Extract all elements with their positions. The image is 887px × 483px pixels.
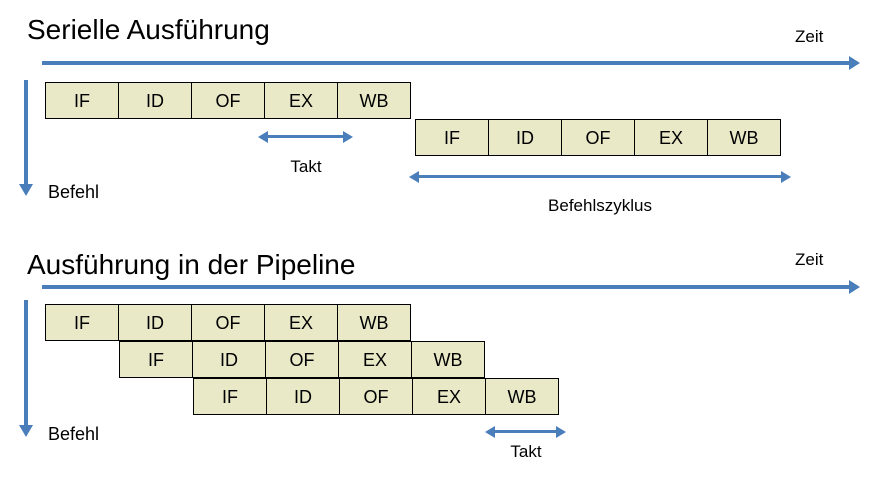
pipeline-execution-panel: Ausführung in der Pipeline Zeit Befehl I… [0, 240, 887, 483]
serial-row-1: IF ID OF EX WB [45, 82, 411, 119]
serial-befehlszyklus-measure-arrow [409, 170, 791, 183]
stage-cell: OF [265, 341, 339, 378]
stage-cell: OF [339, 378, 413, 415]
stage-cell: EX [264, 304, 338, 341]
stage-cell: WB [337, 82, 411, 119]
stage-cell: OF [191, 82, 265, 119]
stage-cell: OF [191, 304, 265, 341]
pipeline-time-axis-arrow [42, 280, 860, 294]
stage-cell: ID [118, 82, 192, 119]
serial-execution-panel: Serielle Ausführung Zeit Befehl IF ID OF… [0, 0, 887, 240]
pipeline-row-1: IF ID OF EX WB [45, 304, 411, 341]
stage-cell: IF [45, 82, 119, 119]
serial-title: Serielle Ausführung [27, 14, 270, 45]
stage-cell: ID [118, 304, 192, 341]
serial-takt-measure-arrow [258, 130, 353, 143]
stage-cell: EX [264, 82, 338, 119]
stage-cell: ID [488, 119, 562, 156]
pipeline-row-3: IF ID OF EX WB [193, 378, 559, 415]
pipeline-time-axis-label: Zeit [795, 250, 824, 269]
serial-row-2: IF ID OF EX WB [415, 119, 781, 156]
stage-cell: ID [192, 341, 266, 378]
pipeline-title: Ausführung in der Pipeline [27, 249, 356, 280]
stage-cell: WB [707, 119, 781, 156]
pipeline-row-2: IF ID OF EX WB [119, 341, 485, 378]
stage-cell: EX [634, 119, 708, 156]
stage-cell: OF [561, 119, 635, 156]
serial-befehlszyklus-label: Befehlszyklus [548, 196, 652, 215]
stage-cell: EX [412, 378, 486, 415]
serial-takt-label: Takt [290, 157, 322, 176]
stage-cell: IF [45, 304, 119, 341]
stage-cell: WB [485, 378, 559, 415]
stage-cell: IF [415, 119, 489, 156]
pipeline-instruction-axis-label: Befehl [48, 424, 100, 444]
serial-time-axis-label: Zeit [795, 27, 824, 46]
serial-instruction-axis-label: Befehl [48, 182, 100, 202]
stage-cell: IF [119, 341, 193, 378]
stage-cell: WB [411, 341, 485, 378]
serial-instruction-axis-arrow [19, 80, 33, 196]
pipeline-instruction-axis-arrow [19, 300, 33, 437]
stage-cell: IF [193, 378, 267, 415]
stage-cell: WB [337, 304, 411, 341]
stage-cell: EX [338, 341, 412, 378]
pipeline-takt-label: Takt [510, 442, 542, 461]
stage-cell: ID [266, 378, 340, 415]
serial-time-axis-arrow [42, 56, 860, 70]
pipeline-takt-measure-arrow [485, 425, 566, 438]
